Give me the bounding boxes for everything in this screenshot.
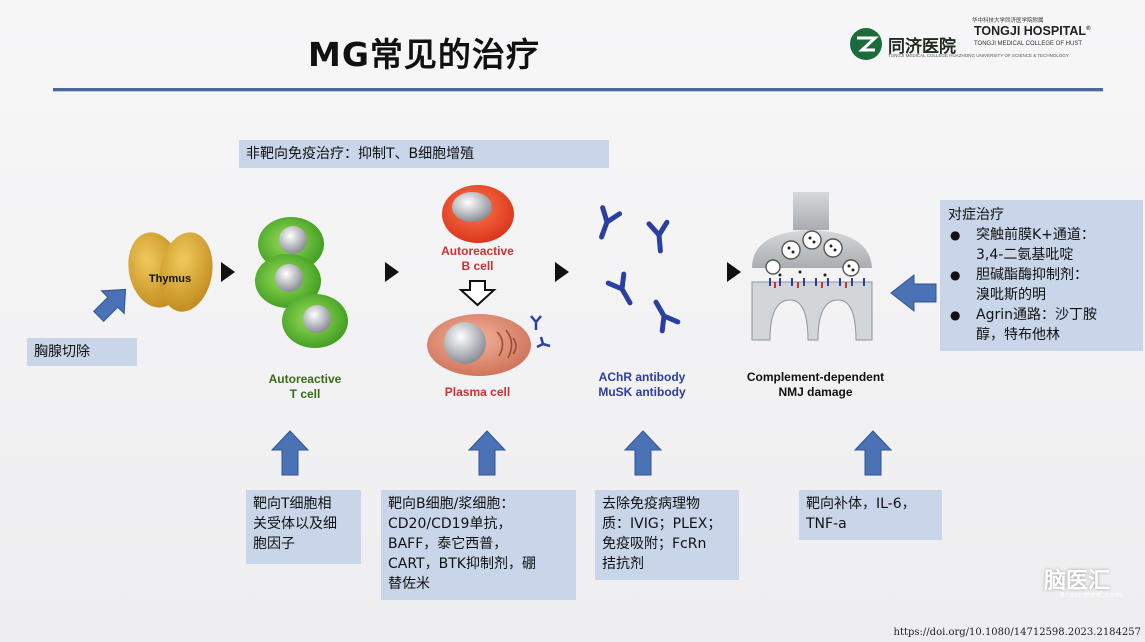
thymus-graphic [128,232,213,312]
t-cells-graphic [255,217,348,348]
plasma-cell-label: Plasma cell [444,385,511,399]
thymectomy-arrow-icon [93,288,127,322]
complement-arrow-icon [853,430,893,476]
t-target-arrow-icon [270,430,310,476]
b-target-box: 靶向B细胞/浆细胞：CD20/CD19单抗，BAFF，泰它西普，CART，BTK… [381,490,576,600]
symptomatic-item-detail: 3,4-二氨基吡啶 [976,247,1074,263]
symptomatic-item: Agrin通路：沙丁胺 [948,305,1135,325]
logo-chinese-name: 同济医院 [888,37,956,57]
b-cell-graphic [442,185,514,243]
nmj-graphic [751,192,873,341]
slide-title: MG常见的治疗 [308,35,540,74]
symptomatic-item: 突触前膜K+通道： [948,225,1135,245]
symptomatic-item-detail: 醇，特布他林 [976,327,1060,343]
thymus-label: Thymus [148,273,192,285]
differentiation-arrow-icon [458,280,497,307]
hospital-emblem-icon [850,28,882,60]
t-target-box: 靶向T细胞相关受体以及细胞因子 [246,490,361,564]
flow-arrow-2-icon [385,262,399,282]
doi-citation[interactable]: https://doi.org/10.1080/14712598.2023.21… [893,627,1141,638]
logo-english-name: TONGJI HOSPITAL® [974,24,1091,38]
flow-arrow-3-icon [555,262,569,282]
symptomatic-treatment-box: 对症治疗 突触前膜K+通道： 3,4-二氨基吡啶 胆碱酯酶抑制剂： 溴吡斯的明 … [940,200,1143,351]
logo-tiny-bottom: TONGJI MEDICAL COLLEGE HUAZHONG UNIVERSI… [888,53,1069,58]
logo-subtitle: TONGJI MEDICAL COLLEGE OF HUST [974,41,1083,47]
flow-arrow-1-icon [221,262,235,282]
flow-arrow-4-icon [727,262,741,282]
antibody-removal-arrow-icon [623,430,663,476]
hospital-logo: 同济医院 华中科技大学同济医学院附属 TONGJI HOSPITAL® TONG… [850,18,1110,66]
nonspecific-immunotherapy-box: 非靶向免疫治疗：抑制T、B细胞增殖 [239,140,609,168]
symptomatic-item: 胆碱酯酶抑制剂： [948,265,1135,285]
symptomatic-arrow-icon [890,273,937,313]
symptomatic-item-detail: 溴吡斯的明 [976,287,1046,303]
complement-box: 靶向补体，IL-6，TNF-a [799,490,942,540]
small-antibody-icon [530,315,551,349]
antibodies-graphic [599,205,681,334]
plasma-cell-graphic [427,314,531,376]
logo-tiny-top: 华中科技大学同济医学院附属 [972,18,1044,24]
title-underline [53,88,1103,91]
brainmed-watermark: 脑医汇 Brainmed.com [1044,569,1124,599]
thymectomy-box: 胸腺切除 [27,338,137,366]
symptomatic-heading: 对症治疗 [948,207,1004,223]
b-target-arrow-icon [467,430,507,476]
